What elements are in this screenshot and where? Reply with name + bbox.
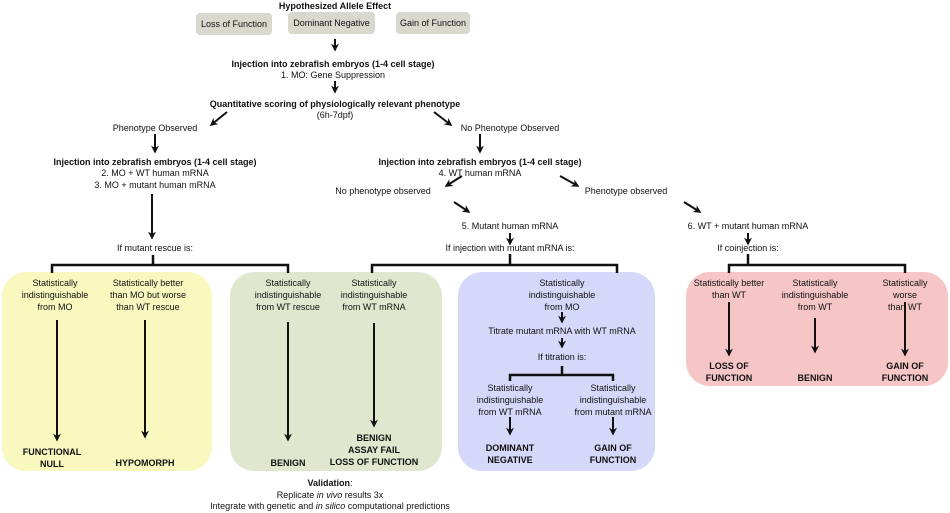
phenotype-observed-wt: Phenotype observed (584, 186, 668, 196)
outcome-condition: Statistically indistinguishable from WT … (254, 278, 322, 312)
validation-title: Validation: (307, 478, 353, 488)
outcome-condition: Statistically indistinguishable from MO (21, 278, 89, 312)
scoring-sub: (6h-7dpf) (316, 110, 354, 120)
validation-line2: Integrate with genetic and in silico com… (210, 501, 450, 511)
arrow (453, 201, 471, 213)
step1-title: Injection into zebrafish embryos (1-4 ce… (231, 59, 435, 69)
arrow (559, 175, 580, 187)
benign-box (230, 272, 442, 471)
bracket (508, 373, 615, 381)
left-injection-sub: 2. MO + WT human mRNA 3. MO + mutant hum… (94, 168, 216, 190)
right-injection-sub: 4. WT human mRNA (438, 168, 522, 178)
result-gain-of-function: GAIN OF FUNCTION (589, 443, 637, 465)
scoring-title: Quantitative scoring of physiologically … (209, 99, 461, 109)
condition6: If coinjection is: (717, 243, 779, 253)
result-benign: BENIGN (797, 373, 833, 383)
right-injection-title: Injection into zebrafish embryos (1-4 ce… (378, 157, 582, 167)
loss-of-function-box (2, 272, 212, 471)
titration-if: If titration is: (537, 352, 587, 362)
no-phenotype-observed: No Phenotype Observed (460, 123, 560, 133)
pill-gain-of-function: Gain of Function (396, 12, 470, 34)
arrow (209, 111, 228, 127)
no-phenotype-observed-wt: No phenotype observed (335, 186, 431, 196)
phenotype-observed: Phenotype Observed (112, 123, 198, 133)
validation-line1: Replicate in vivo results 3x (276, 490, 384, 500)
outcome-condition: Statistically indistinguishable from WT (781, 278, 849, 312)
arrow (444, 175, 463, 187)
pill-dominant-negative: Dominant Negative (288, 12, 375, 34)
left-condition: If mutant rescue is: (116, 243, 194, 253)
outcome-condition: Statistically better than MO but worse t… (109, 278, 187, 312)
bracket (370, 263, 619, 273)
dominant-negative-box (458, 272, 655, 471)
outcome-condition: Statistically indistinguishable from mut… (574, 383, 652, 417)
outcome-condition: Statistically better than WT (693, 278, 765, 300)
left-injection-title: Injection into zebrafish embryos (1-4 ce… (53, 157, 257, 167)
step6: 6. WT + mutant human mRNA (687, 221, 809, 231)
outcome-condition: Statistically indistinguishable from WT … (476, 383, 544, 417)
step1-sub: 1. MO: Gene Suppression (280, 70, 386, 80)
result-loss-of-function: LOSS OF FUNCTION (705, 361, 753, 383)
result-functional-null: FUNCTIONAL NULL (22, 447, 82, 469)
titration-step: Titrate mutant mRNA with WT mRNA (488, 326, 636, 336)
result-benign-assay-fail: BENIGN ASSAY FAIL LOSS OF FUNCTION (329, 433, 419, 467)
diagram-title: Hypothesized Allele Effect (278, 1, 392, 11)
result-hypomorph: HYPOMORPH (115, 458, 175, 468)
arrow (433, 111, 453, 126)
titration-condition: Statistically indistinguishable from MO (528, 278, 596, 312)
bracket (50, 263, 290, 273)
result-dominant-negative: DOMINANT NEGATIVE (485, 443, 535, 465)
outcome-condition: Statistically worse than WT (882, 278, 928, 312)
step5: 5. Mutant human mRNA (461, 221, 559, 231)
outcome-condition: Statistically indistinguishable from WT … (340, 278, 408, 312)
result-gain-of-function: GAIN OF FUNCTION (881, 361, 929, 383)
pill-loss-of-function: Loss of Function (196, 13, 272, 35)
arrow (683, 201, 702, 213)
condition5: If injection with mutant mRNA is: (445, 243, 575, 253)
result-benign: BENIGN (270, 458, 306, 468)
bracket (727, 263, 907, 273)
